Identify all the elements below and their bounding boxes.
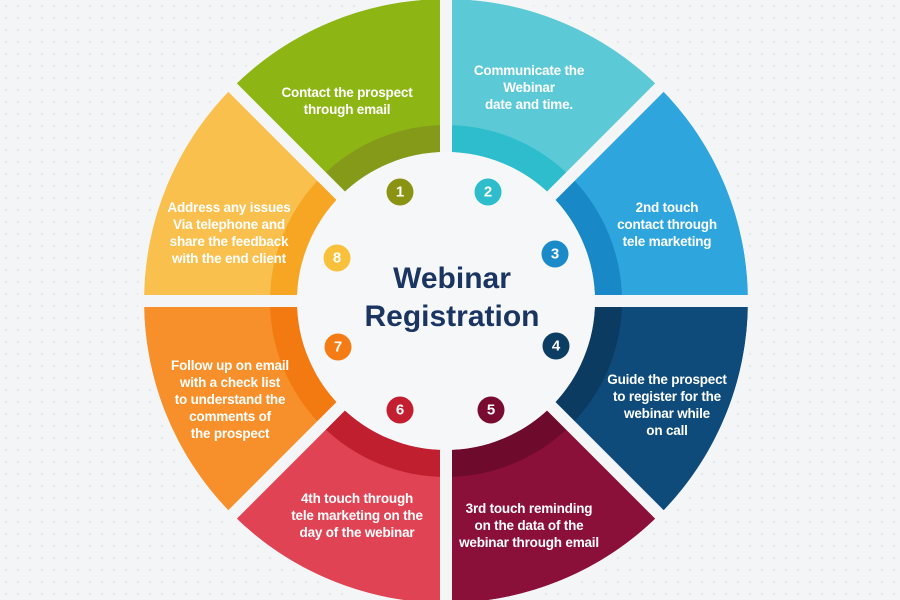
step-text-line: Guide the prospect [607, 372, 727, 387]
step-text-line: tele marketing [622, 234, 712, 249]
step-text-line: through email [303, 102, 391, 117]
segment-inner-band-8 [270, 176, 341, 301]
step-1-badge: 1 [386, 178, 414, 206]
step-text-line: Communicate the [473, 63, 585, 78]
step-text-line: day of the webinar [299, 525, 415, 540]
segment-inner-band-3 [551, 176, 622, 301]
outer-edge [138, 0, 754, 600]
step-text-line: contact through [617, 217, 717, 232]
step-text-line: webinar while [624, 406, 710, 421]
step-text-line: webinar through email [459, 535, 599, 550]
step-8-badge: 8 [323, 244, 351, 272]
step-text-line: to understand the [174, 392, 286, 407]
step-text-line: with the end client [172, 251, 286, 266]
step-3-badge: 3 [541, 240, 569, 268]
step-7-badge: 7 [324, 333, 352, 361]
step-text-line: date and time. [485, 97, 573, 112]
step-text-line: 2nd touch [635, 200, 699, 215]
segment-inner-band-6 [321, 406, 446, 477]
step-text-line: tele marketing on the [291, 508, 423, 523]
step-text-line: 4th touch through [300, 491, 414, 506]
step-text-line: on call [646, 423, 688, 438]
step-4-badge: 4 [542, 332, 570, 360]
step-text-line: share the feedback [169, 234, 289, 249]
step-text-line: with a check list [179, 375, 281, 390]
step-6-badge: 6 [386, 396, 414, 424]
step-text-line: Follow up on email [171, 358, 289, 373]
step-6-text: 4th touch through tele marketing on the da… [291, 490, 423, 541]
step-2-badge: 2 [474, 178, 502, 206]
segment-inner-band-7 [270, 301, 341, 426]
segment-inner-band-1 [321, 125, 446, 196]
step-text-line: comments of [189, 409, 271, 424]
segment-inner-band-5 [446, 406, 571, 477]
title-line-2: Registration [364, 300, 540, 333]
step-5-text: 3rd touch reminding on the data of the web… [459, 500, 599, 551]
step-text-line: to register for the [613, 389, 721, 404]
step-text-line: Via telephone and [173, 217, 285, 232]
segment-inner-band-4 [551, 301, 622, 426]
step-text-line: Webinar [503, 80, 555, 95]
step-text-line: the prospect [190, 426, 270, 441]
step-1-text: Contact the prospect through email [281, 84, 412, 118]
segment-inner-band-2 [446, 125, 571, 196]
step-3-text: 2nd touch contact through tele marketing [617, 199, 717, 250]
step-text-line: Contact the prospect [281, 85, 413, 100]
center-circle [297, 152, 595, 450]
step-text-line: Address any issues [167, 200, 291, 215]
step-text-line: 3rd touch reminding [465, 501, 593, 516]
step-text-line: on the data of the [474, 518, 584, 533]
step-5-badge: 5 [477, 396, 505, 424]
title-line-1: Webinar [393, 262, 511, 295]
step-7-text: Follow up on email with a check list to un… [171, 357, 289, 442]
step-4-text: Guide the prospect to register for the web… [607, 371, 727, 439]
